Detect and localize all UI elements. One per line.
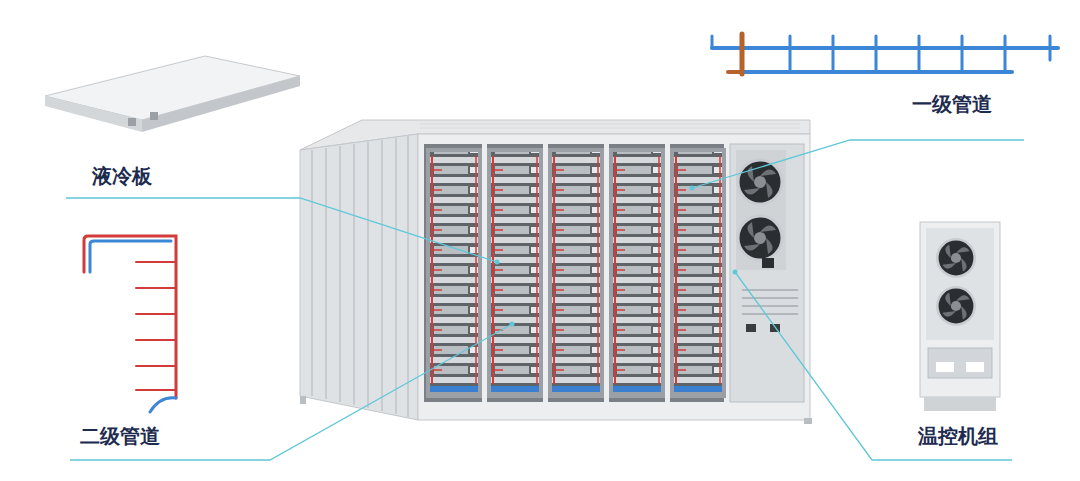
part-label: 二级管道 bbox=[80, 424, 160, 448]
cold-plate bbox=[45, 56, 300, 132]
container bbox=[300, 120, 812, 424]
thermal-unit bbox=[920, 222, 1000, 411]
part-label: 一级管道 bbox=[912, 92, 992, 116]
part-label: 温控机组 bbox=[918, 424, 998, 448]
secondary-pipe bbox=[84, 236, 176, 412]
leader-lines bbox=[66, 140, 1024, 460]
primary-pipe bbox=[712, 34, 1058, 74]
part-label: 液冷板 bbox=[92, 164, 152, 188]
